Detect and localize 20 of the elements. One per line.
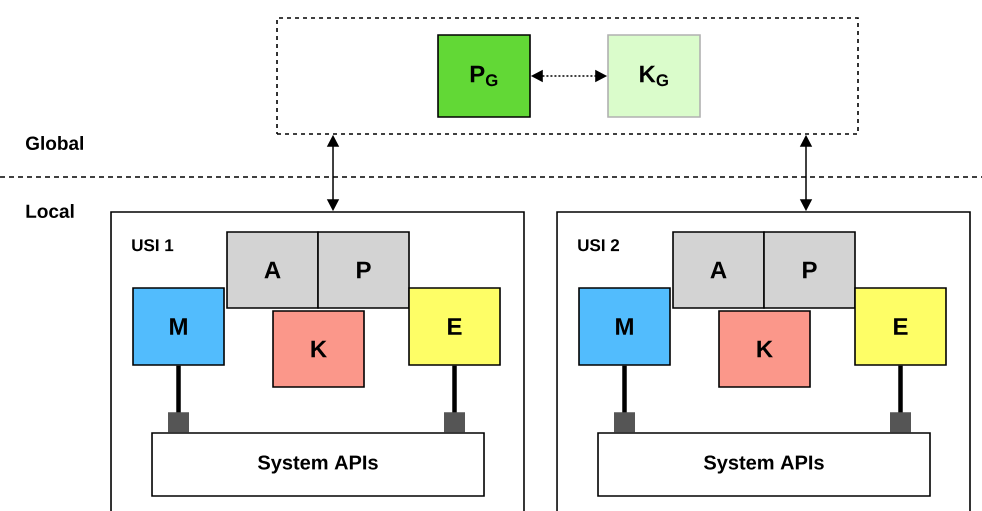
arrow xyxy=(890,366,911,432)
process-box: P$_{G}$ xyxy=(437,34,531,118)
region-label: Local xyxy=(26,204,74,218)
component-box: A xyxy=(226,231,319,309)
arrow xyxy=(444,366,465,432)
component-box: P xyxy=(317,231,410,309)
process-box: K$_{G}$ xyxy=(607,34,701,118)
component-box: M xyxy=(578,287,671,366)
api-box: System APIs xyxy=(151,432,485,497)
region-label: Global xyxy=(26,136,83,150)
component-box: P xyxy=(763,231,856,309)
component-box: E xyxy=(854,287,947,366)
component-box: K xyxy=(272,310,365,388)
api-box: System APIs xyxy=(597,432,931,497)
component-box: M xyxy=(132,287,225,366)
component-box: K xyxy=(718,310,811,388)
component-box: A xyxy=(672,231,765,309)
arrow xyxy=(168,366,189,432)
component-box: E xyxy=(408,287,501,366)
arrow xyxy=(614,366,635,432)
